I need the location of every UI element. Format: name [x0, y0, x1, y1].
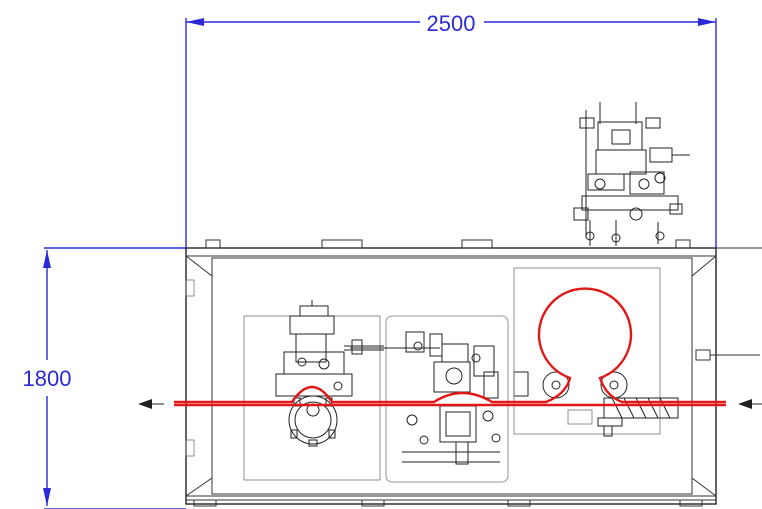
width-dimension-label: 2500 [427, 11, 476, 36]
web-path [174, 287, 726, 407]
left-unit-panel [243, 300, 384, 481]
center-unit-panel [350, 315, 529, 483]
right-unit-panel [513, 267, 679, 437]
screw-conveyor [597, 397, 679, 437]
width-dimension: 2500 [185, 11, 717, 248]
arrow-left-icon [738, 399, 762, 409]
machine-frame [185, 239, 762, 507]
height-dimension-label: 1800 [23, 366, 72, 391]
arrow-left-icon [138, 399, 164, 409]
height-dimension: 1800 [23, 247, 186, 509]
top-right-mechanism [573, 102, 690, 246]
